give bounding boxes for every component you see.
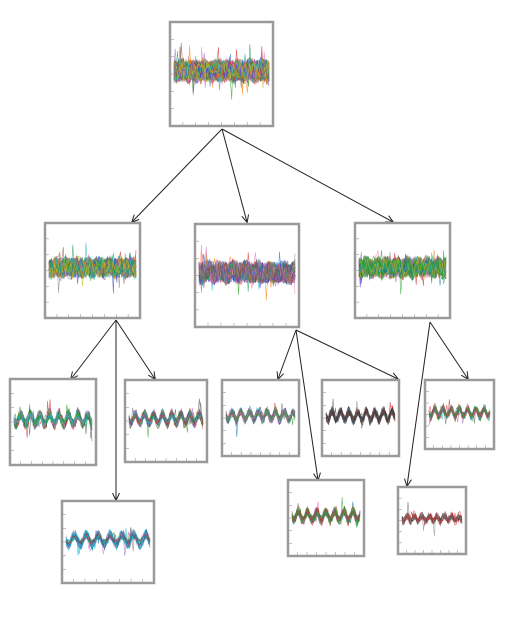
node-waveform-traces xyxy=(225,403,296,437)
tree-edge-n0-to-n3 xyxy=(221,128,393,222)
node-axis-ticks xyxy=(356,238,439,317)
node-waveform-traces xyxy=(401,501,463,537)
cluster-node-n3 xyxy=(353,221,452,320)
node-axis-ticks xyxy=(289,492,355,555)
tree-edge-n2-to-n7 xyxy=(278,329,297,379)
tree-edge-n1-to-n5 xyxy=(115,319,155,379)
node-axis-ticks xyxy=(196,240,287,326)
node-waveform-traces xyxy=(325,398,396,429)
cluster-node-n9 xyxy=(286,478,366,558)
node-axis-ticks xyxy=(11,393,86,464)
node-axis-ticks xyxy=(323,392,390,455)
cluster-node-n8 xyxy=(320,378,401,458)
cluster-node-n2 xyxy=(193,222,301,329)
node-axis-ticks xyxy=(399,497,458,553)
cluster-node-n10 xyxy=(423,378,496,451)
node-waveform-traces xyxy=(173,42,270,100)
tree-edge-n1-to-n4 xyxy=(71,319,117,379)
node-axis-ticks xyxy=(426,391,486,448)
node-waveform-traces xyxy=(13,399,93,442)
tree-nodes xyxy=(8,20,496,585)
tree-edge-n3-to-n11 xyxy=(429,321,468,379)
node-axis-ticks xyxy=(46,238,129,317)
cluster-node-n11 xyxy=(396,485,468,556)
node-axis-ticks xyxy=(223,392,290,455)
tree-edge-n0-to-n2 xyxy=(221,128,247,222)
tree-edge-n0-to-n1 xyxy=(132,128,223,222)
tree-edge-n3-to-n12 xyxy=(407,321,431,486)
node-axis-ticks xyxy=(171,39,261,125)
cluster-node-n4 xyxy=(8,377,98,467)
cluster-node-n1 xyxy=(43,221,142,320)
cluster-node-n5 xyxy=(123,378,209,464)
tree-edge-n2-to-n9 xyxy=(295,329,318,480)
cluster-node-n7 xyxy=(220,378,301,458)
node-waveform-traces xyxy=(291,497,361,528)
node-waveform-traces xyxy=(65,527,151,557)
cluster-node-n6 xyxy=(60,499,156,585)
node-axis-ticks xyxy=(126,393,198,461)
cluster-node-n0 xyxy=(168,20,275,128)
tree-edges xyxy=(71,128,468,500)
node-axis-ticks xyxy=(63,514,143,582)
node-waveform-traces xyxy=(428,399,491,426)
tree-edge-n2-to-n8 xyxy=(295,329,398,379)
node-waveform-traces xyxy=(358,249,447,295)
node-waveform-traces xyxy=(198,245,296,301)
node-waveform-traces xyxy=(128,398,204,438)
node-waveform-traces xyxy=(48,242,137,294)
